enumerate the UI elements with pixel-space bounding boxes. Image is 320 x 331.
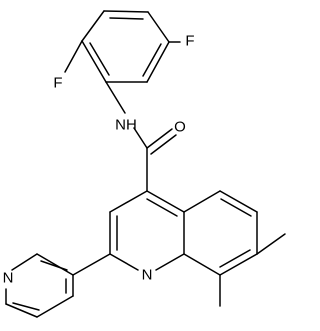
pyridine-nitrogen-label: N — [3, 270, 14, 287]
amide-nh-label: NH — [115, 117, 137, 134]
n-carbonyl-bond — [133, 127, 148, 149]
fluorine-label-top: F — [185, 33, 194, 50]
quinoline-pyridine-ring — [109, 190, 185, 271]
aryl-n-bond — [105, 81, 126, 114]
carbonyl-double-bond-a — [146, 128, 173, 149]
quinoline-benzo-ring — [183, 190, 258, 276]
molecule-diagram: F F NH O N N — [3, 10, 286, 318]
c-f-bond-left — [64, 40, 83, 73]
biaryl-bond — [72, 253, 111, 276]
difluorophenyl-ring — [81, 10, 170, 83]
fluorine-label-left: F — [53, 75, 62, 92]
carbonyl-double-bond-b — [150, 134, 177, 155]
carbonyl-oxygen-label: O — [174, 119, 186, 136]
methyl-bond-7 — [256, 233, 286, 255]
quinoline-nitrogen-label: N — [142, 267, 153, 284]
pyridinyl-ring — [5, 253, 74, 318]
